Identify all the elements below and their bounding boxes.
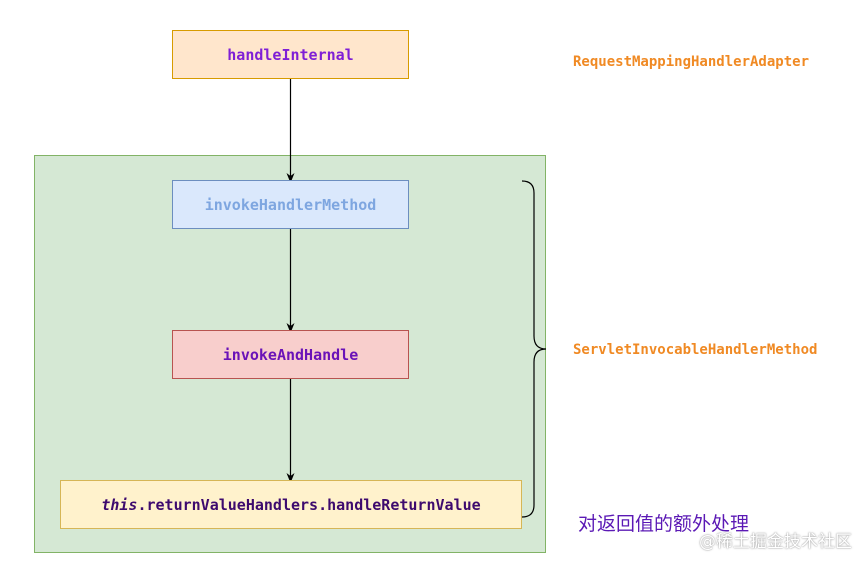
this-keyword-text: this xyxy=(101,495,138,514)
handle-internal-text: handleInternal xyxy=(227,45,354,64)
invoke-and-handle-node: invokeAndHandle xyxy=(172,330,409,379)
invoke-handler-method-text: invokeHandlerMethod xyxy=(204,195,377,214)
handle-internal-node: handleInternal xyxy=(172,30,409,79)
watermark-text: @稀土掘金技术社区 xyxy=(699,532,852,552)
right-curly-brace xyxy=(521,180,547,518)
request-mapping-handler-adapter-label: RequestMappingHandlerAdapter xyxy=(573,54,810,70)
invoke-handler-method-node: invokeHandlerMethod xyxy=(172,180,409,229)
servlet-invocable-handler-method-label: ServletInvocableHandlerMethod xyxy=(573,342,818,358)
handle-return-value-node: this.returnValueHandlers.handleReturnVal… xyxy=(60,480,522,529)
invoke-and-handle-text: invokeAndHandle xyxy=(222,345,359,364)
handle-return-value-text: .returnValueHandlers.handleReturnValue xyxy=(137,495,481,514)
return-value-note: 对返回值的额外处理 xyxy=(578,513,750,535)
